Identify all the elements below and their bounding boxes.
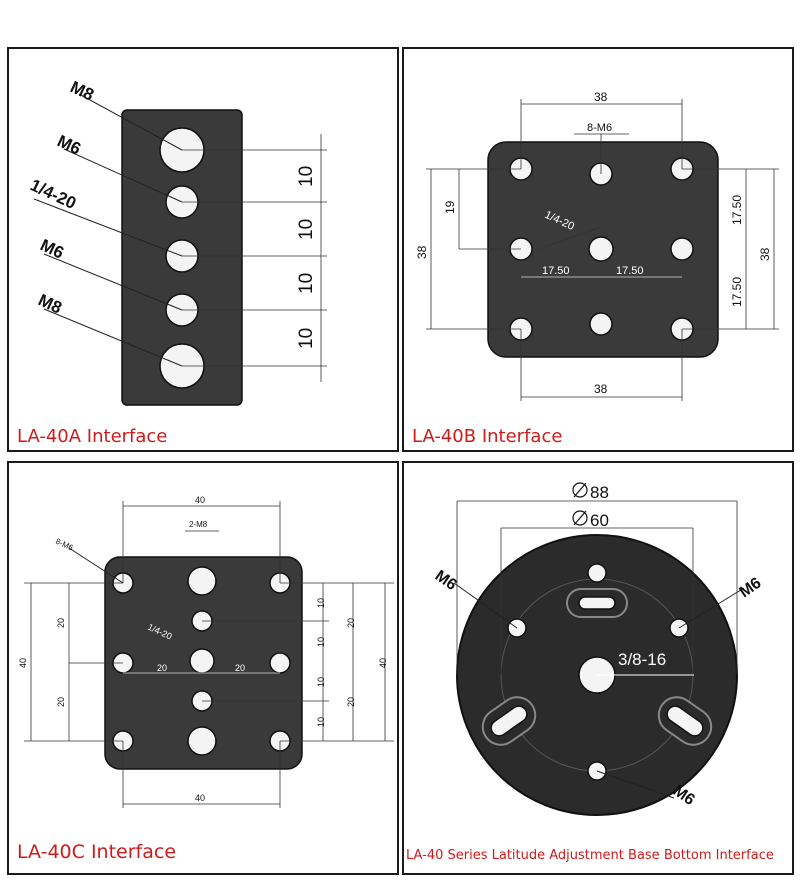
diam-inner: 60 xyxy=(590,511,609,530)
base-top-slot xyxy=(578,596,616,610)
c-right-small-2: 10 xyxy=(316,637,326,647)
dim-10-b: 10 xyxy=(296,219,317,240)
c-left-lower: 20 xyxy=(56,697,66,707)
b-mid-left: 17.50 xyxy=(542,265,570,277)
dim-10-a: 10 xyxy=(296,166,317,187)
caption-la-40a: LA-40A Interface xyxy=(17,426,168,447)
b-right-outer: 38 xyxy=(758,247,772,261)
panel-la-40c: 40 2-M8 8-M6 40 20 20 20 20 1/4-20 10 10… xyxy=(7,461,399,875)
la-40b-drawing: 38 8-M6 38 19 38 17.50 17.50 1/4-20 17.5… xyxy=(415,90,779,401)
label-m8-top: M8 xyxy=(67,77,96,104)
caption-la-40c: LA-40C Interface xyxy=(17,841,177,863)
c-mid-right: 20 xyxy=(235,663,245,673)
la-40a-drawing: M8 M6 1/4-20 M6 M8 10 10 10 10 xyxy=(27,77,327,406)
dim-10-d: 10 xyxy=(296,328,317,349)
dim-10-c: 10 xyxy=(296,273,317,294)
label-m6-right: M6 xyxy=(737,575,765,602)
panel-la-40a: M8 M6 1/4-20 M6 M8 10 10 10 10 LA-40A In… xyxy=(7,47,399,452)
c-top-dim: 40 xyxy=(195,495,205,505)
b-left-inner: 19 xyxy=(443,200,457,214)
base-left-slot xyxy=(481,696,537,746)
c-left-outer: 40 xyxy=(18,658,28,668)
c-left-upper: 20 xyxy=(56,618,66,628)
c-bottom-dim: 40 xyxy=(195,793,205,803)
label-m6-left: M6 xyxy=(432,567,460,594)
b-left-dim: 38 xyxy=(415,245,429,259)
base-right-slot xyxy=(657,696,713,746)
label-quarter-20: 1/4-20 xyxy=(27,175,79,213)
c-thread-top: 2-M8 xyxy=(189,520,208,529)
c-right-mid-1: 20 xyxy=(346,618,356,628)
c-right-small-1: 10 xyxy=(316,598,326,608)
b-bottom-dim: 38 xyxy=(594,382,608,396)
base-top-hole xyxy=(587,563,607,583)
b-thread: 8-M6 xyxy=(587,122,612,134)
caption-la-40-base: LA-40 Series Latitude Adjustment Base Bo… xyxy=(406,848,774,863)
label-m6-upper: M6 xyxy=(54,131,83,158)
la-40c-drawing: 40 2-M8 8-M6 40 20 20 20 20 1/4-20 10 10… xyxy=(18,495,394,808)
b-mid-right: 17.50 xyxy=(616,265,644,277)
c-right-small-4: 10 xyxy=(316,717,326,727)
panel-la-40-base: 88 60 M6 M6 3/8-16 M6 LA-40 Series Latit… xyxy=(402,461,794,875)
label-m6-lower: M6 xyxy=(37,235,66,262)
b-right-upper: 17.50 xyxy=(730,195,744,225)
label-center-thread: 3/8-16 xyxy=(618,650,666,669)
base-drawing: 88 60 M6 M6 3/8-16 M6 xyxy=(432,482,765,816)
c-right-mid-2: 20 xyxy=(346,697,356,707)
panel-la-40b: 38 8-M6 38 19 38 17.50 17.50 1/4-20 17.5… xyxy=(402,47,794,452)
diam-outer: 88 xyxy=(590,483,609,502)
b-right-lower: 17.50 xyxy=(730,277,744,307)
label-m8-bottom: M8 xyxy=(35,290,64,317)
caption-la-40b: LA-40B Interface xyxy=(412,426,563,447)
c-right-outer: 40 xyxy=(378,658,388,668)
c-mid-left: 20 xyxy=(157,663,167,673)
c-right-small-3: 10 xyxy=(316,677,326,687)
b-top-dim: 38 xyxy=(594,90,608,104)
